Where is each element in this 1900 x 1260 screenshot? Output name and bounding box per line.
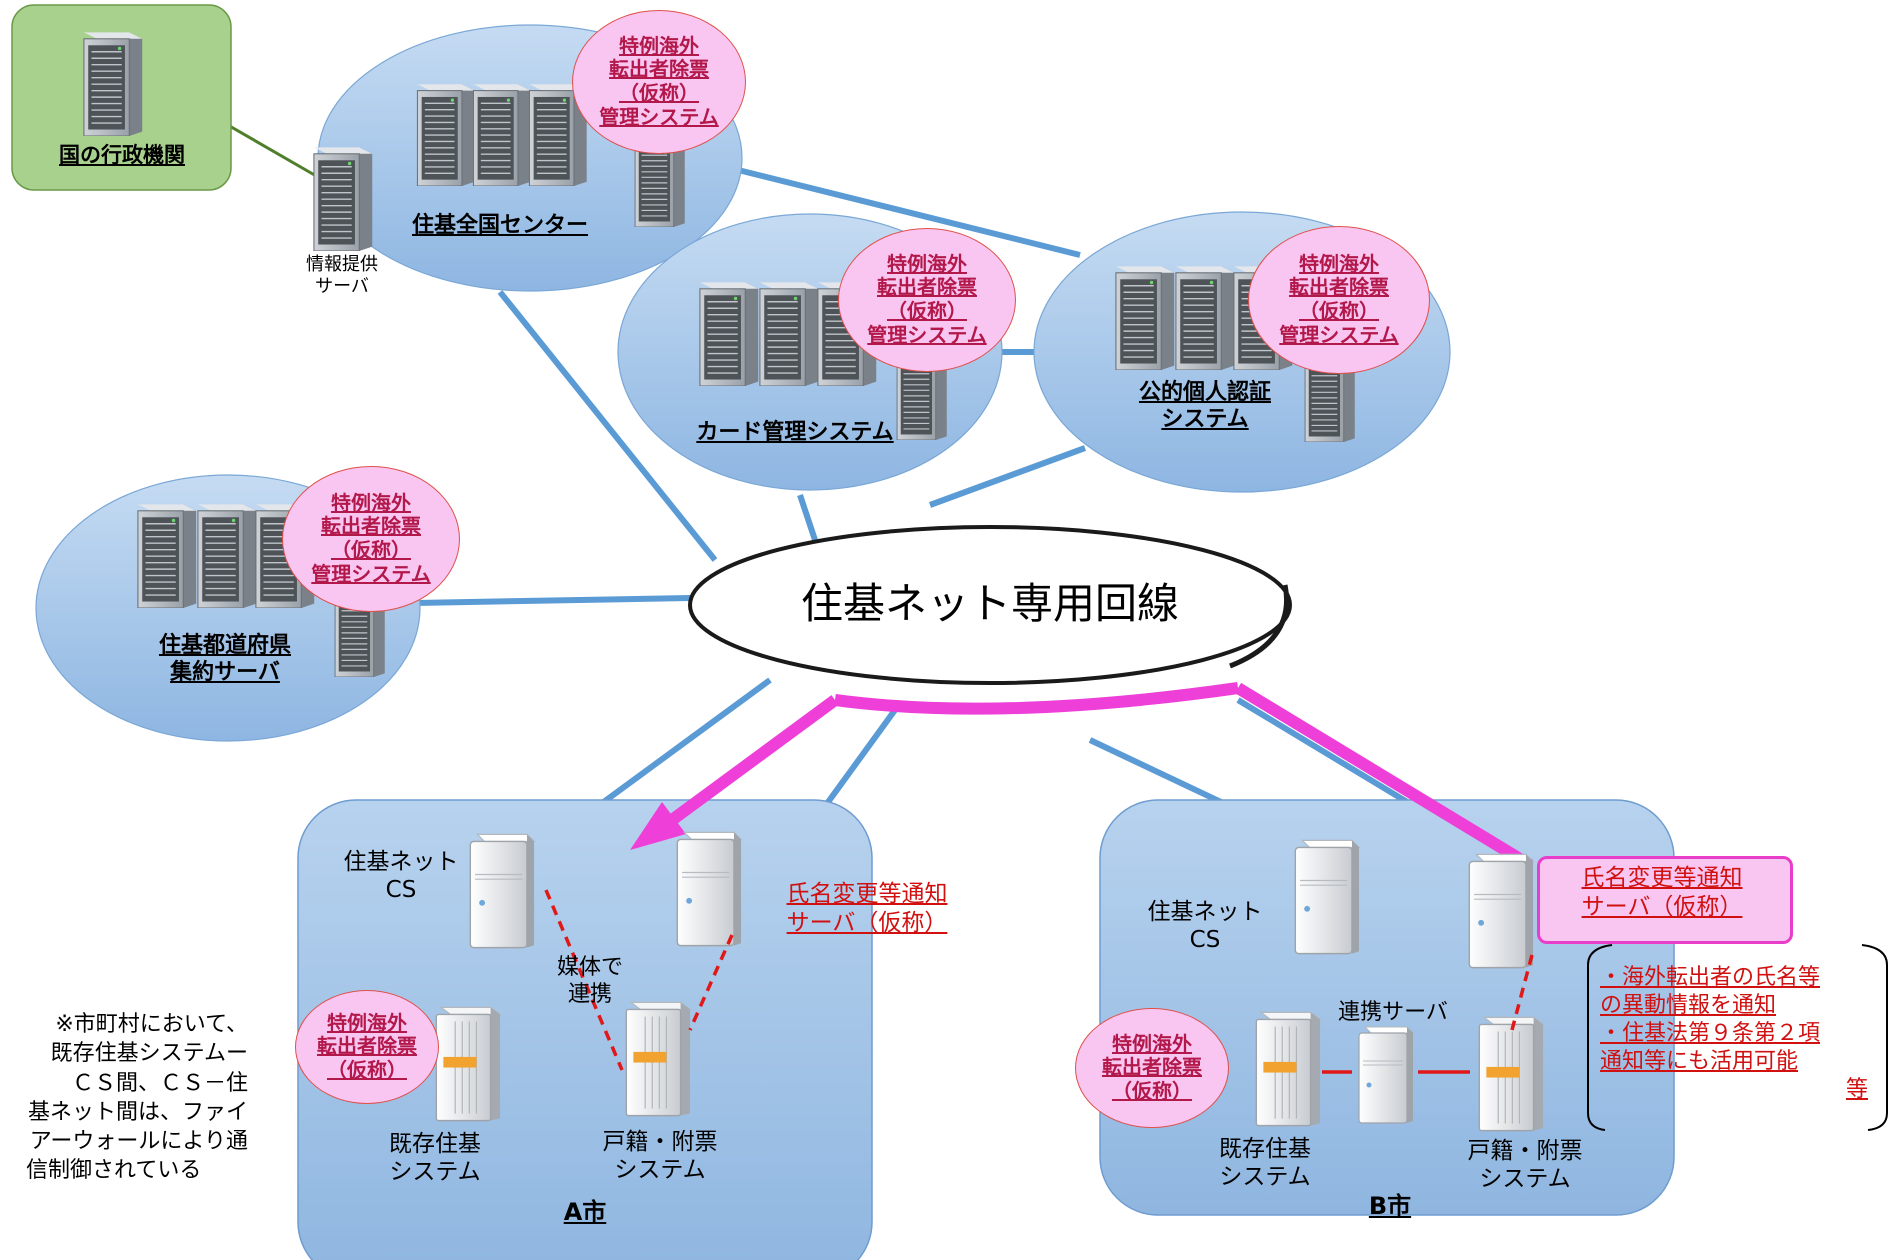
city-b-name: B市	[1368, 1192, 1412, 1220]
link-national-to-jpki	[689, 155, 1081, 258]
special-bubble-city-b: 特例海外 転出者除票 （仮称）	[1075, 1008, 1229, 1128]
national-center-label: 住基全国センター	[411, 213, 588, 238]
government-label: 国の行政機関	[59, 143, 185, 167]
special-system-bubble-prefecture: 特例海外 転出者除票 （仮称） 管理システム	[282, 466, 460, 612]
city-a-koseki-label: 戸籍・附票 システム	[602, 1129, 718, 1184]
government-server-icon	[83, 31, 143, 136]
city-b-koseki-label: 戸籍・附票 システム	[1467, 1138, 1583, 1193]
central-network-label: 住基ネット専用回線	[800, 579, 1179, 628]
city-b-red-links	[1322, 954, 1534, 1074]
city-b-notify-server-box	[1537, 856, 1793, 944]
note-bracket-left	[1587, 944, 1613, 1131]
link-prefecture	[414, 595, 691, 606]
special-system-bubble-card: 特例海外 転出者除票 （仮称） 管理システム	[838, 228, 1016, 372]
name-change-flow-arrows	[630, 682, 1534, 871]
city-a-existing-label: 既存住基 システム	[389, 1131, 481, 1186]
city-b-existing-system-icon	[1255, 1011, 1321, 1127]
central-network-ellipse	[688, 525, 1292, 685]
city-a-existing-system-icon	[435, 1006, 501, 1122]
firewall-footnote: ※市町村において、 既存住基システムー ＣＳ間、ＣＳ－住 基ネット間は、ファイ …	[26, 1012, 248, 1184]
city-b-cs-server-icon	[1294, 839, 1360, 955]
link-jpki	[928, 445, 1087, 508]
info-server-label: 情報提供 サーバ	[306, 254, 378, 297]
note-bracket-right	[1861, 944, 1888, 1131]
city-a-koseki-system-icon	[625, 1001, 691, 1117]
city-b-cs-label: 住基ネット CS	[1147, 899, 1263, 954]
city-a-dashed-links	[544, 889, 734, 1071]
city-a-cs-label: 住基ネット CS	[343, 849, 459, 904]
info-server-icon	[313, 146, 374, 251]
city-b-koseki-system-icon	[1478, 1016, 1544, 1132]
city-a-cs-server-icon	[469, 833, 535, 949]
special-system-bubble-national: 特例海外 転出者除票 （仮称） 管理システム	[572, 10, 746, 154]
city-b-notify-server-icon	[1468, 853, 1534, 969]
city-a-notify-server-label: 氏名変更等通知 サーバ（仮称）	[786, 881, 948, 936]
special-bubble-city-a: 特例海外 転出者除票 （仮称）	[295, 990, 439, 1104]
city-b-existing-label: 既存住基 システム	[1219, 1136, 1311, 1191]
city-b-note: ・海外転出者の氏名等 の異動情報を通知 ・住基法第９条第２項 通知等にも活用可能…	[1600, 965, 1868, 1102]
link-server-icon	[1358, 1026, 1414, 1124]
prefecture-label: 住基都道府県 集約サーバ	[158, 633, 291, 685]
link-national-center	[497, 290, 718, 562]
special-system-bubble-jpki: 特例海外 転出者除票 （仮称） 管理システム	[1248, 226, 1430, 374]
card-system-label: カード管理システム	[696, 420, 894, 445]
link-server-label: 連携サーバ	[1338, 1000, 1448, 1025]
jpki-label: 公的個人認証 システム	[1138, 380, 1271, 432]
city-b-notify-server-label: 氏名変更等通知 サーバ（仮称）	[1581, 865, 1743, 920]
city-a-notify-server-icon	[676, 831, 742, 947]
city-a-media-link-label: 媒体で 連携	[556, 955, 623, 1007]
link-card-system	[797, 494, 818, 541]
city-a-name: A市	[563, 1198, 607, 1226]
